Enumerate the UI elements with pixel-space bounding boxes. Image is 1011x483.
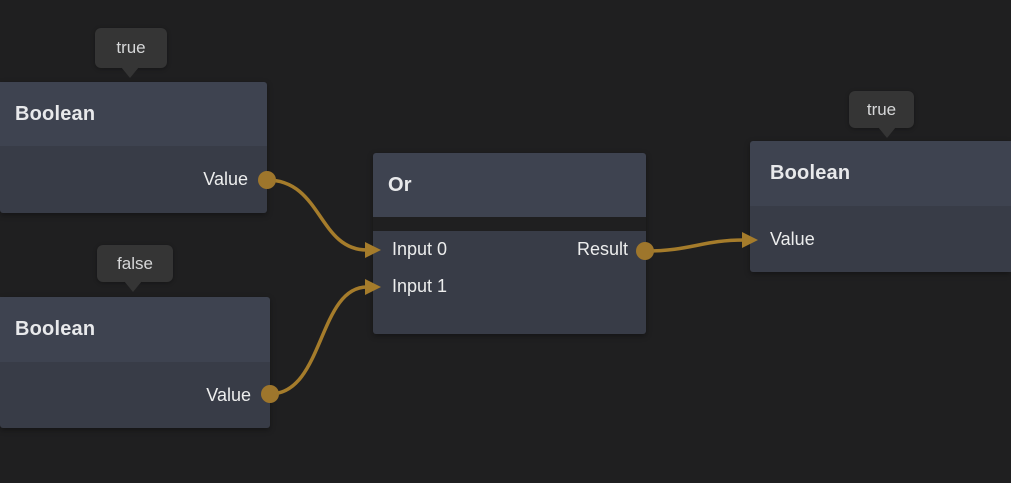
port-row-input1: Input 1 [373,268,646,305]
node-boolean-true-source[interactable]: Boolean Value [0,82,267,213]
node-body: Input 0 Result Input 1 [373,231,646,334]
port-label-result: Result [576,239,628,259]
input-port-row: Value [750,206,1011,272]
tooltip-text: true [866,99,897,119]
tooltip-text: false [117,253,153,273]
node-header: Boolean [0,82,267,146]
tooltip-pointer-icon [878,127,896,138]
output-port-row: Value [0,146,267,213]
wire-or-result-to-bool3[interactable] [645,238,745,253]
port-label-value: Value [203,169,248,189]
node-title: Boolean [15,318,96,340]
wire-bool2-to-or-input1[interactable] [269,285,368,396]
node-body: Value [0,146,267,213]
value-tooltip-true-result: true [849,91,914,128]
node-body: Value [750,206,1011,272]
node-title: Boolean [15,102,96,125]
node-header: Boolean [750,141,1011,206]
node-header: Or [373,153,646,217]
port-row-input0-result: Input 0 Result [373,231,646,268]
value-tooltip-true: true [95,28,167,68]
tooltip-pointer-icon [124,281,142,292]
node-title: Or [388,173,412,196]
node-boolean-true-result[interactable]: Boolean Value [750,141,1011,272]
output-port-row: Value [0,362,270,428]
node-header: Boolean [0,297,270,362]
node-boolean-false-source[interactable]: Boolean Value [0,297,270,428]
node-title: Boolean [770,162,851,184]
port-label-input-0: Input 0 [392,239,448,259]
value-tooltip-false: false [97,245,173,282]
tooltip-text: true [116,38,146,57]
port-label-value: Value [770,228,815,249]
tooltip-pointer-icon [121,67,139,78]
port-label-value: Value [206,384,251,405]
node-or-gate[interactable]: Or Input 0 Result Input 1 [373,153,646,334]
node-body: Value [0,362,270,428]
port-label-input-1: Input 1 [392,276,448,296]
wire-bool1-to-or-input0[interactable] [266,178,368,252]
